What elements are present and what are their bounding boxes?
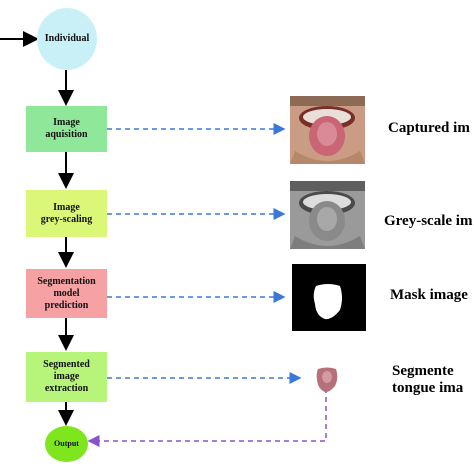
output-node: Output [45,426,88,462]
segmented-tongue-image [316,367,338,393]
feedback-arrow-to-output [87,388,327,447]
greyscale-image-label: Grey-scale im [384,213,473,229]
captured-tongue-image [290,96,365,164]
greyscale-tongue-image [290,181,365,249]
segmented-tongue-label: Segmente tongue ima [392,363,464,396]
mask-image [292,264,366,331]
individual-node: Individual [37,8,97,70]
image-acquisition-step: Image aquisition [26,106,107,152]
segmentation-prediction-step: Segmentation model prediction [26,269,107,318]
segmented-extraction-step: Segmented image extraction [26,352,107,402]
mask-image-label: Mask image [390,287,468,303]
image-greyscaling-step: Image grey-scaling [26,190,107,237]
captured-image-label: Captured im [388,120,470,136]
